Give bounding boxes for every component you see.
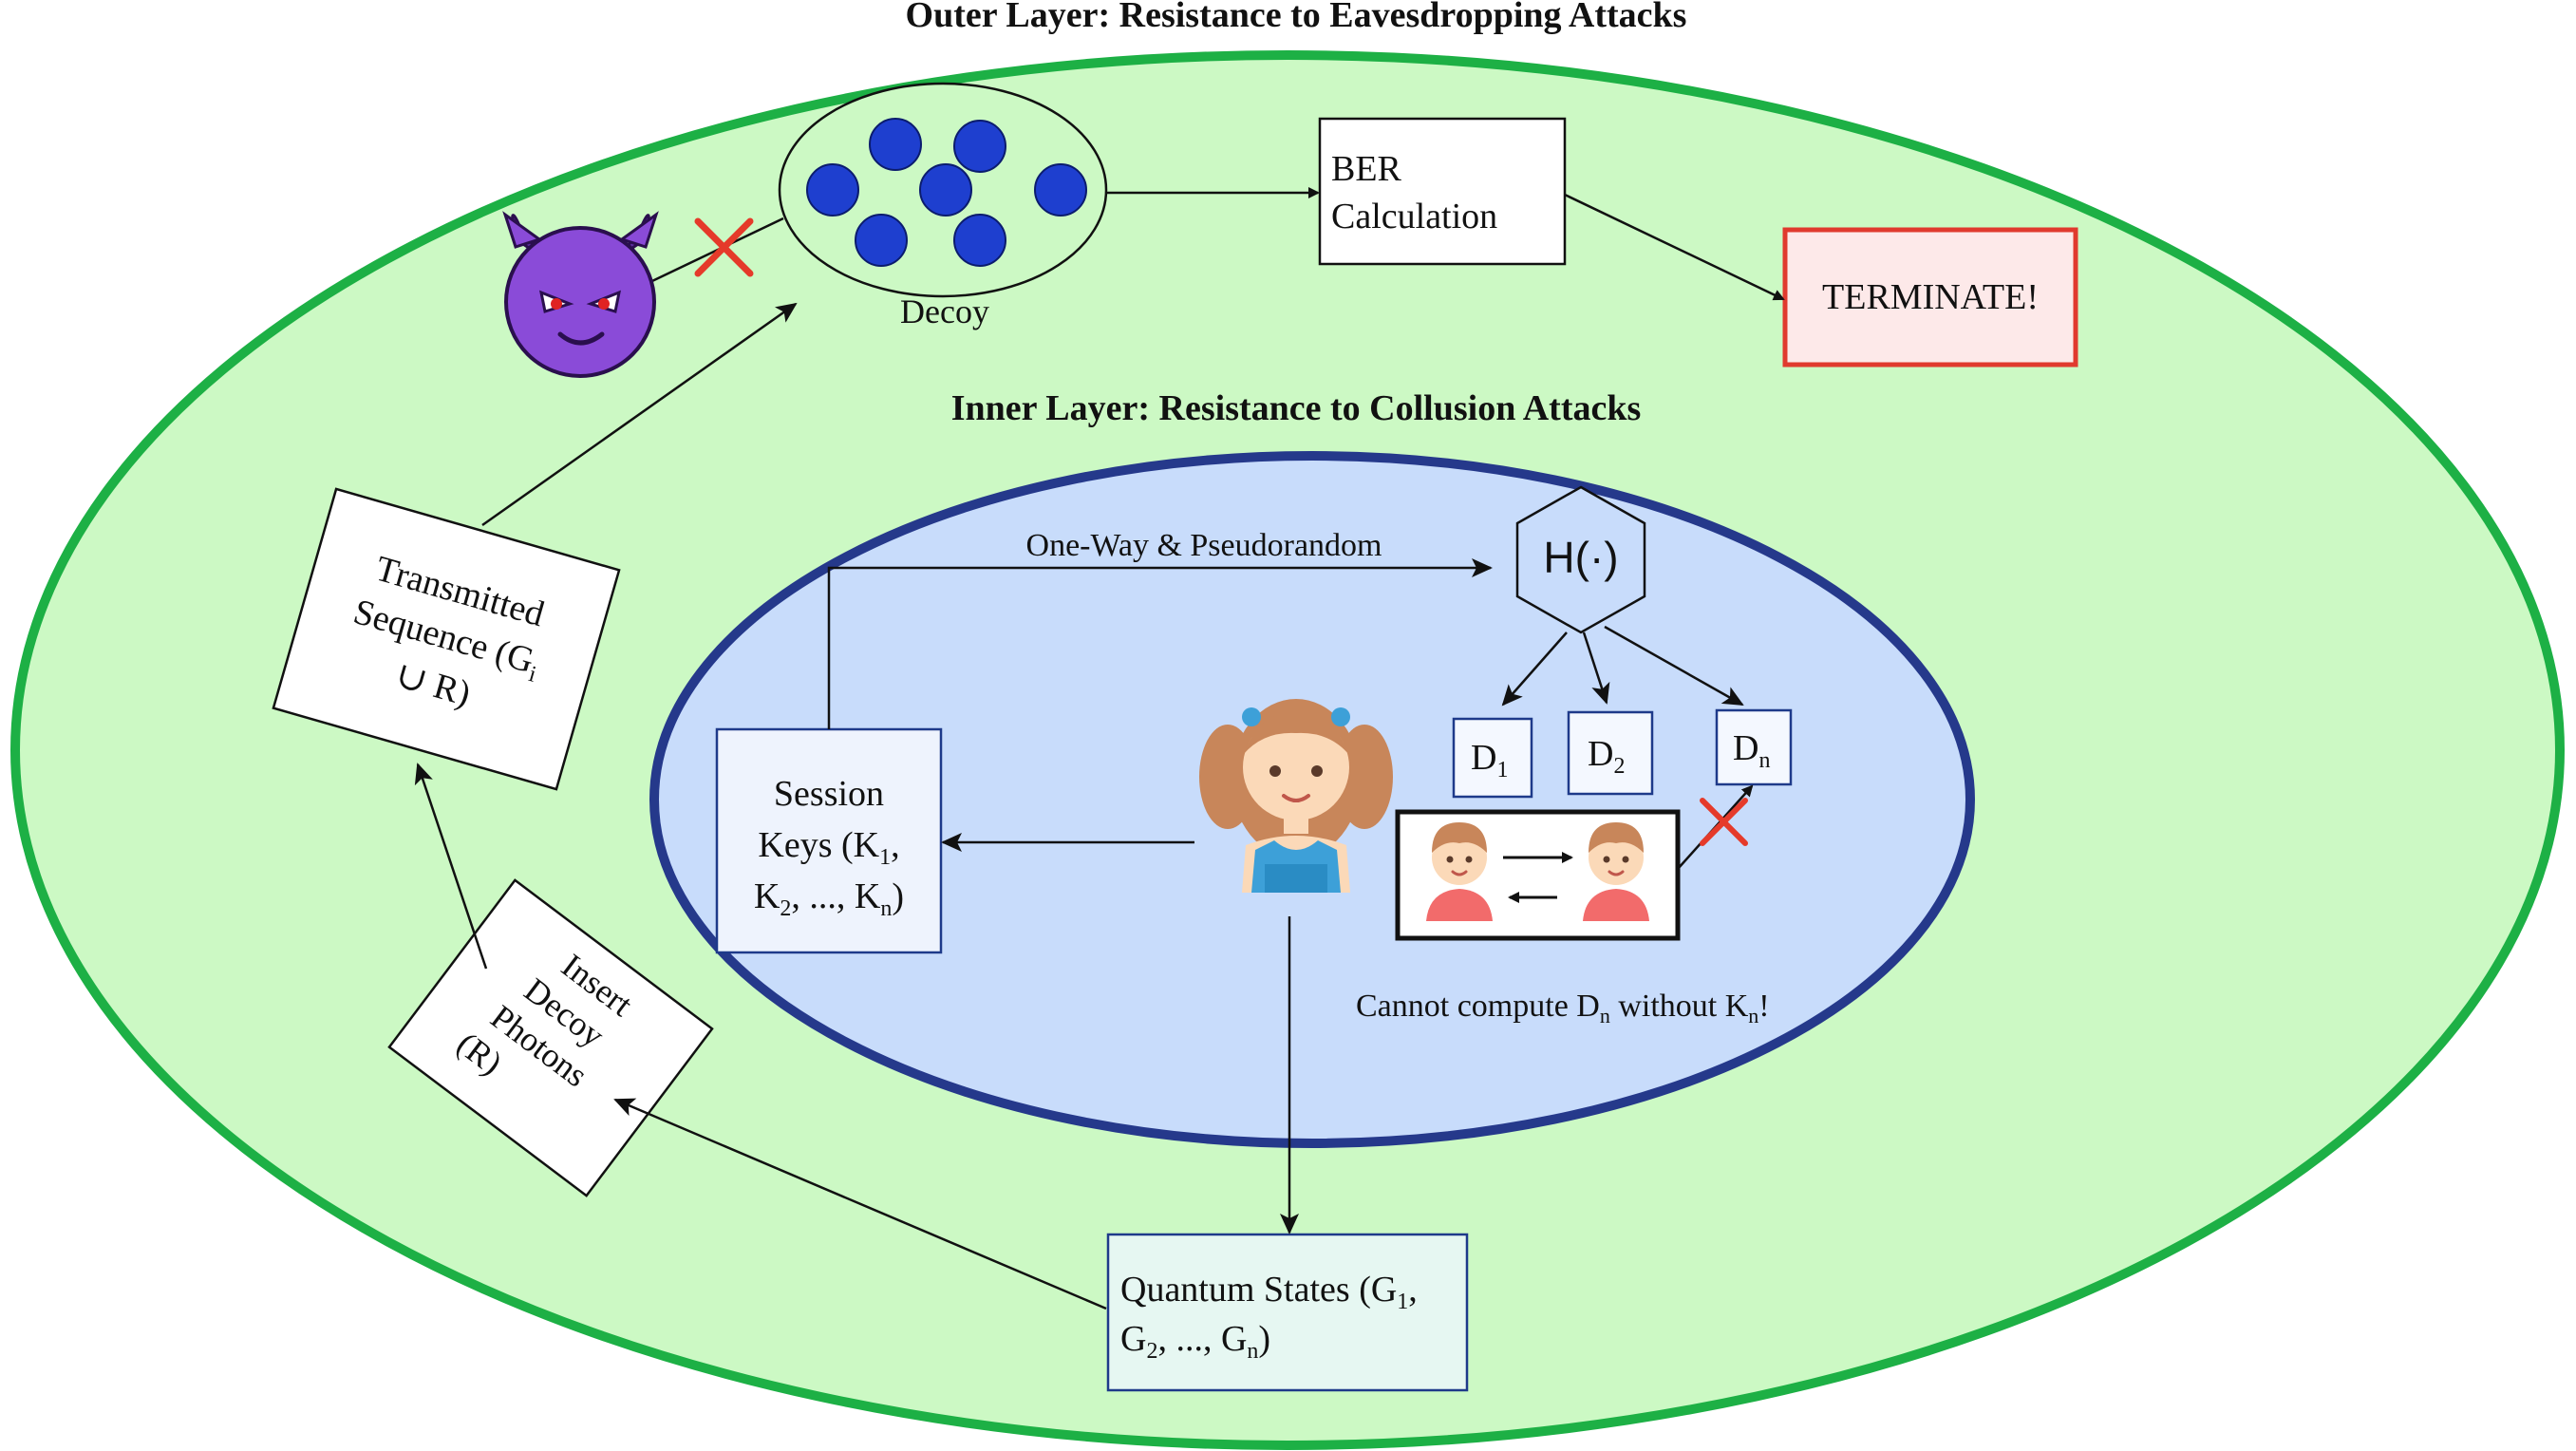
arrow-hash-to-d1 [1501,631,1568,707]
terminate-box [1782,227,2078,367]
boy-icon [1583,822,1649,921]
session-line3-mid: , ..., K [791,876,881,916]
insert-decoy-box [387,878,714,1197]
decoy-photon [806,163,859,217]
ber-calculation-box [1318,117,1567,266]
cross-icon [1700,798,1748,846]
dn-box [1715,708,1793,786]
decoy-label: Decoy [900,292,989,330]
svg-text:G2, ..., Gn): G2, ..., Gn) [1120,1319,1270,1364]
svg-text:D1: D1 [1471,738,1508,782]
session-line3-post: ) [892,876,904,916]
devil-icon [502,211,659,378]
arrow-decoy-to-devil [632,217,784,292]
quantum-line2-post: ) [1258,1319,1270,1359]
girl-icon [1199,699,1393,893]
session-line1: Session [774,774,884,814]
inner-layer-title: Inner Layer: Resistance to Collusion Att… [951,388,1642,428]
d1-box [1452,717,1533,799]
quantum-line1-sub: 1 [1397,1290,1408,1314]
arrow-ber-to-terminate [1564,193,1785,301]
session-line3-a: K [754,876,780,916]
d2-base: D [1588,734,1613,774]
cannot-compute-post: ! [1758,989,1769,1024]
arrow-transmitted-to-decoy [481,302,798,527]
session-line3-sub2: n [880,896,892,921]
svg-text:Quantum States (G1,: Quantum States (G1, [1120,1270,1418,1314]
hash-label: H(·) [1543,533,1618,582]
d2-sub: 2 [1613,754,1625,779]
decoy-photon [1034,163,1087,217]
arrow-session-to-hash [827,558,1493,729]
svg-text:D2: D2 [1588,734,1625,779]
arrow-quantum-to-insert [613,1098,1107,1310]
quantum-line1: Quantum States (G [1120,1270,1397,1310]
quantum-states-box [1106,1233,1469,1392]
arrow-hash-to-d2 [1582,631,1610,705]
svg-text:Session: Session [774,774,884,814]
dn-sub: n [1758,748,1770,773]
svg-text:Keys (K1,: Keys (K1, [758,825,899,870]
decoy-photon [919,163,972,217]
svg-text:Cannot compute Dn without Kn!: Cannot compute Dn without Kn! [1356,989,1770,1027]
cannot-compute-sub2: n [1748,1004,1758,1027]
d2-box [1567,710,1654,796]
transmitted-sequence-box [272,487,621,791]
cannot-compute-mid: without K [1610,989,1749,1024]
decoy-photon [953,214,1006,267]
quantum-line2-mid: , ..., G [1157,1319,1247,1359]
cannot-compute-pre: Cannot compute D [1356,989,1600,1024]
quantum-line2-sub1: 2 [1146,1339,1157,1364]
quantum-line2-sub2: n [1247,1339,1258,1364]
terminate-label: TERMINATE! [1822,277,2039,317]
d1-base: D [1471,738,1496,778]
quantum-line1-post: , [1408,1270,1418,1310]
boy-icon [1426,822,1493,921]
svg-text:Dn: Dn [1733,728,1770,773]
svg-text:K2, ..., Kn): K2, ..., Kn) [754,876,904,921]
cross-icon [694,217,754,277]
d1-sub: 1 [1496,758,1508,782]
arrow-hash-to-dn [1604,625,1744,707]
arrow-insert-to-transmitted [414,763,488,970]
decoy-photon [953,120,1006,173]
svg-text:Insert Decoy Photo: Insert Decoy Photons (R) [450,924,652,1133]
svg-text:BER Calculation: BER Calculation [1331,149,1497,236]
session-line3-sub1: 2 [780,896,791,921]
hash-function-hexagon [1515,485,1646,634]
one-way-label: One-Way & Pseudorandom [1026,528,1382,563]
dn-base: D [1733,728,1758,768]
quantum-line2-a: G [1120,1319,1146,1359]
decoy-photon [869,118,922,171]
ber-line1: BER [1331,149,1402,189]
session-line2-post: , [891,825,900,865]
outer-layer-title: Outer Layer: Resistance to Eavesdropping… [906,0,1687,35]
cannot-compute-sub1: n [1600,1004,1610,1027]
session-line2-sub: 1 [879,845,891,870]
decoy-photon [855,214,908,267]
decoy-cluster [778,82,1108,298]
session-line2: Keys (K [758,825,879,865]
ber-line2: Calculation [1331,197,1497,236]
